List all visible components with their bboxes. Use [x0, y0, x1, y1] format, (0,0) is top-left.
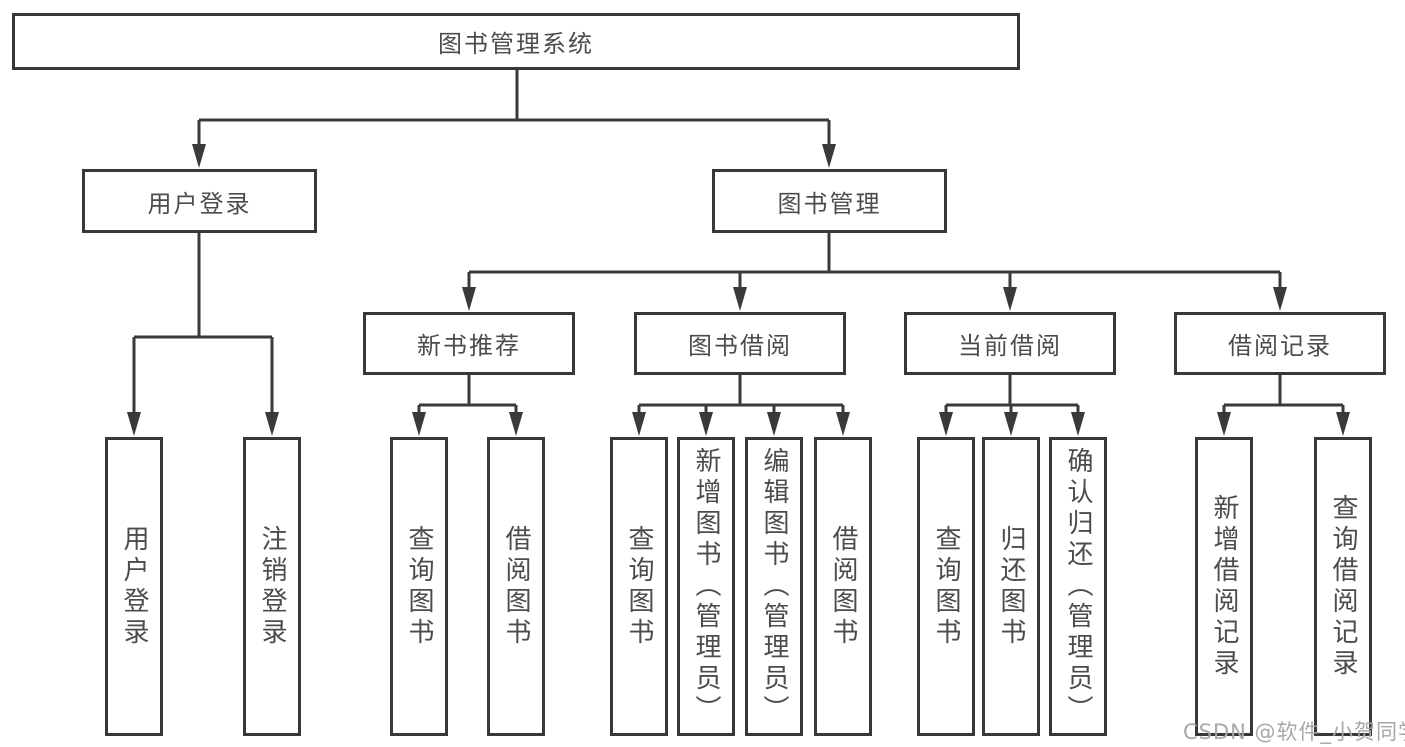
leaf-query-books-borrow: 查询图书 — [610, 437, 668, 736]
node-borrow-records-label: 借阅记录 — [1228, 332, 1332, 360]
leaf-confirm-return-admin-label: 确认归还（管理员） — [1063, 447, 1093, 726]
leaf-return-books-label: 归还图书 — [996, 524, 1026, 649]
node-user-login: 用户登录 — [82, 169, 317, 233]
node-book-borrow: 图书借阅 — [634, 312, 846, 375]
leaf-borrow-books: 借阅图书 — [814, 437, 872, 736]
node-root-label: 图书管理系统 — [438, 30, 594, 58]
node-book-management-label: 图书管理 — [777, 189, 882, 218]
leaf-add-borrow-record-label: 新增借阅记录 — [1209, 493, 1239, 680]
connector-book-borrow-children — [632, 375, 850, 436]
leaf-user-login-label: 用户登录 — [119, 524, 149, 649]
connector-new-book-children — [412, 375, 523, 436]
connector-root-to-level2 — [192, 70, 836, 168]
leaf-logout: 注销登录 — [243, 437, 301, 736]
node-current-borrow-label: 当前借阅 — [958, 332, 1062, 360]
leaf-query-borrow-record-label: 查询借阅记录 — [1328, 493, 1358, 680]
leaf-user-login: 用户登录 — [105, 437, 163, 736]
leaf-logout-label: 注销登录 — [257, 524, 287, 649]
node-new-book-recommend: 新书推荐 — [363, 312, 575, 375]
node-borrow-records: 借阅记录 — [1174, 312, 1386, 375]
leaf-confirm-return-admin: 确认归还（管理员） — [1049, 437, 1107, 736]
connector-borrow-records-children — [1217, 375, 1350, 436]
leaf-add-books-admin-label: 新增图书（管理员） — [691, 447, 721, 726]
leaf-return-books: 归还图书 — [982, 437, 1040, 736]
leaf-borrow-books-recommend: 借阅图书 — [487, 437, 545, 736]
leaf-query-books-borrow-label: 查询图书 — [624, 524, 654, 649]
leaf-query-books-recommend: 查询图书 — [390, 437, 448, 736]
node-root-system: 图书管理系统 — [12, 13, 1020, 70]
node-user-login-label: 用户登录 — [147, 189, 252, 218]
leaf-query-books-recommend-label: 查询图书 — [404, 524, 434, 649]
leaf-edit-books-admin: 编辑图书（管理员） — [745, 437, 803, 736]
leaf-query-borrow-record: 查询借阅记录 — [1314, 437, 1372, 736]
watermark-text: CSDN @软件_小贺同学 — [1183, 720, 1405, 744]
node-book-borrow-label: 图书借阅 — [688, 332, 792, 360]
leaf-add-books-admin: 新增图书（管理员） — [677, 437, 735, 736]
leaf-borrow-books-label: 借阅图书 — [828, 524, 858, 649]
connector-current-borrow-children — [939, 375, 1085, 436]
connector-user-login-children — [127, 233, 279, 436]
leaf-query-books-current-label: 查询图书 — [931, 524, 961, 649]
leaf-borrow-books-recommend-label: 借阅图书 — [501, 524, 531, 649]
leaf-query-books-current: 查询图书 — [917, 437, 975, 736]
node-new-book-recommend-label: 新书推荐 — [417, 332, 521, 360]
leaf-edit-books-admin-label: 编辑图书（管理员） — [759, 447, 789, 726]
node-current-borrow: 当前借阅 — [904, 312, 1116, 375]
node-book-management: 图书管理 — [712, 169, 947, 233]
connector-book-management-children — [462, 233, 1287, 311]
leaf-add-borrow-record: 新增借阅记录 — [1195, 437, 1253, 736]
